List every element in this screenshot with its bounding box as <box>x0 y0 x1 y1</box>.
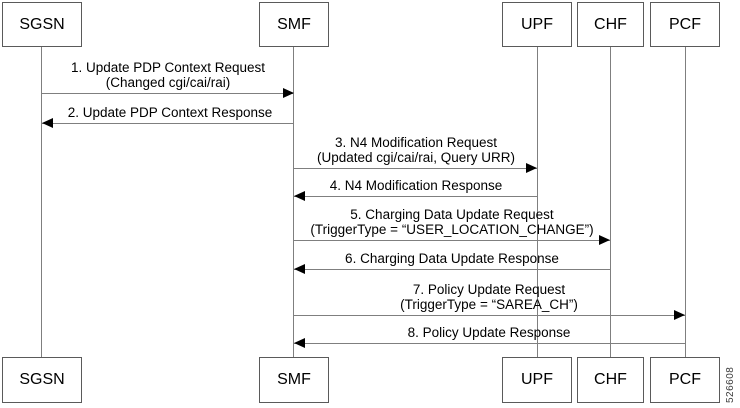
actor-bottom-sgsn: SGSN <box>2 357 82 403</box>
message-3-line1: 3. N4 Modification Request <box>334 135 498 150</box>
arrowhead-right-icon <box>526 163 537 173</box>
actor-label: SGSN <box>19 15 65 33</box>
message-2-label: 2. Update PDP Context Response <box>68 105 273 120</box>
message-8-label: 8. Policy Update Response <box>408 325 571 340</box>
actor-label: CHF <box>594 15 627 33</box>
message-5-line <box>294 240 610 241</box>
actor-label: UPF <box>521 371 553 388</box>
lifeline-smf <box>293 47 294 357</box>
message-8-line <box>294 343 685 344</box>
actor-label: CHF <box>594 371 627 388</box>
arrowhead-right-icon <box>599 235 610 245</box>
actor-label: PCF <box>669 371 701 388</box>
actor-top-pcf: PCF <box>650 2 720 47</box>
message-2-line <box>42 123 294 124</box>
actor-bottom-pcf: PCF <box>650 357 720 403</box>
actor-top-chf: CHF <box>577 2 644 47</box>
message-6-line <box>294 269 610 270</box>
message-4-line1: 4. N4 Modification Response <box>329 178 503 193</box>
actor-bottom-chf: CHF <box>577 357 644 403</box>
arrowhead-right-icon <box>674 310 685 320</box>
arrowhead-left-icon <box>294 338 305 348</box>
lifeline-pcf <box>685 47 686 357</box>
message-7-line <box>294 315 685 316</box>
message-3-label: 3. N4 Modification Request (Updated cgi/… <box>317 135 515 165</box>
arrowhead-right-icon <box>283 88 294 98</box>
actor-top-sgsn: SGSN <box>2 2 82 47</box>
message-5-line1: 5. Charging Data Update Request <box>350 207 554 222</box>
message-1-line2: (Changed cgi/cai/rai) <box>105 75 231 90</box>
message-4-line <box>294 196 537 197</box>
message-3-line2: (Updated cgi/cai/rai, Query URR) <box>316 150 516 165</box>
actor-bottom-smf: SMF <box>259 357 329 403</box>
message-7-line1: 7. Policy Update Request <box>412 282 566 297</box>
message-6-label: 6. Charging Data Update Response <box>345 251 559 266</box>
lifeline-sgsn <box>41 47 42 357</box>
actor-label: UPF <box>521 15 553 33</box>
message-2-line1: 2. Update PDP Context Response <box>67 105 273 120</box>
figure-number: 526608 <box>725 366 736 403</box>
message-7-line2: (TriggerType = “SAREA_CH”) <box>400 297 578 312</box>
message-8-line1: 8. Policy Update Response <box>407 325 571 340</box>
message-1-line1: 1. Update PDP Context Request <box>70 60 266 75</box>
actor-label: SGSN <box>19 371 65 388</box>
lifeline-chf <box>610 47 611 357</box>
message-3-line <box>294 168 537 169</box>
message-4-label: 4. N4 Modification Response <box>330 178 503 193</box>
actor-label: SMF <box>277 15 311 33</box>
actor-label: SMF <box>277 371 311 388</box>
arrowhead-left-icon <box>42 118 53 128</box>
actor-label: PCF <box>669 15 701 33</box>
message-6-line1: 6. Charging Data Update Response <box>345 251 559 266</box>
message-1-label: 1. Update PDP Context Request (Changed c… <box>71 60 265 90</box>
arrowhead-left-icon <box>294 191 305 201</box>
actor-top-smf: SMF <box>259 2 329 47</box>
lifeline-upf <box>537 47 538 357</box>
message-7-label: 7. Policy Update Request (TriggerType = … <box>400 282 578 312</box>
actor-top-upf: UPF <box>502 2 572 47</box>
arrowhead-left-icon <box>294 264 305 274</box>
message-1-line <box>42 93 294 94</box>
message-5-label: 5. Charging Data Update Request (Trigger… <box>310 207 593 237</box>
actor-bottom-upf: UPF <box>502 357 572 403</box>
message-5-line2: (TriggerType = “USER_LOCATION_CHANGE”) <box>310 222 594 237</box>
